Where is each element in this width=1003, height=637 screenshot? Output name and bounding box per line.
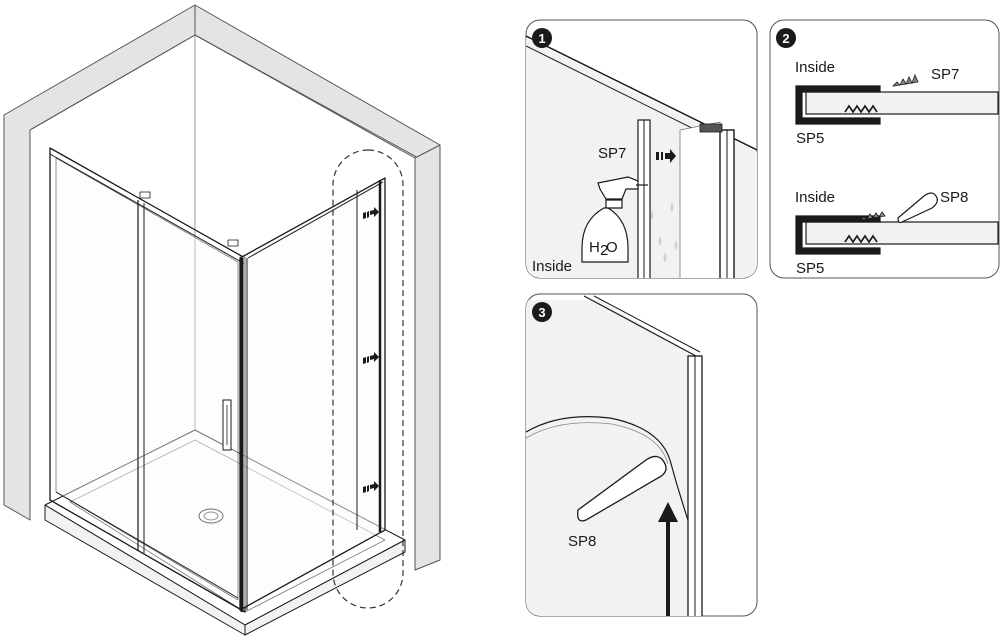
- step-2-badge: [776, 28, 796, 48]
- bottle-label-o: O: [606, 239, 618, 256]
- spray-bottle-icon: [581, 176, 648, 263]
- inside-label: Inside: [795, 59, 835, 76]
- bottle-label-2: 2: [600, 242, 608, 259]
- part-label-sp7: SP7: [931, 66, 959, 83]
- step-1-badge: [532, 28, 552, 48]
- water-drops: [650, 202, 678, 262]
- step-3-panel: 3 SP8: [525, 293, 758, 617]
- step-3-badge: [532, 302, 552, 322]
- step-1-panel: 1 SP7 Inside H 2 O: [525, 19, 758, 279]
- part-label-sp8: SP8: [940, 189, 968, 206]
- shower-tray-front-right: [244, 539, 406, 636]
- wall-right: [414, 144, 441, 571]
- part-label-sp5: SP5: [796, 260, 824, 277]
- wall-top-right: [194, 4, 441, 171]
- seal-cross-section-bottom: [795, 192, 999, 255]
- seal-cross-section-top: [795, 73, 999, 125]
- part-label-sp8: SP8: [568, 533, 596, 550]
- part-label-sp7: SP7: [598, 145, 626, 162]
- shower-enclosure-illustration: [3, 4, 441, 636]
- inside-label: Inside: [795, 189, 835, 206]
- step-number: 3: [538, 305, 545, 320]
- bottle-label-h: H: [589, 239, 600, 256]
- step-2-panel: 2 Inside SP7 SP5 Inside SP8 SP5: [769, 19, 1000, 279]
- sp8-tool-icon: [577, 455, 667, 522]
- highlight-region: [332, 149, 404, 609]
- step-number: 1: [538, 31, 545, 46]
- part-label-sp5: SP5: [796, 130, 824, 147]
- front-door-frame: [49, 147, 246, 613]
- step-number: 2: [782, 31, 789, 46]
- sp8-tool-icon: [897, 192, 938, 224]
- push-arrow-icon: [656, 149, 676, 163]
- push-arrow-icon: [363, 207, 379, 493]
- drain: [198, 508, 224, 524]
- up-arrow-icon: [658, 502, 678, 616]
- inside-label: Inside: [532, 258, 572, 275]
